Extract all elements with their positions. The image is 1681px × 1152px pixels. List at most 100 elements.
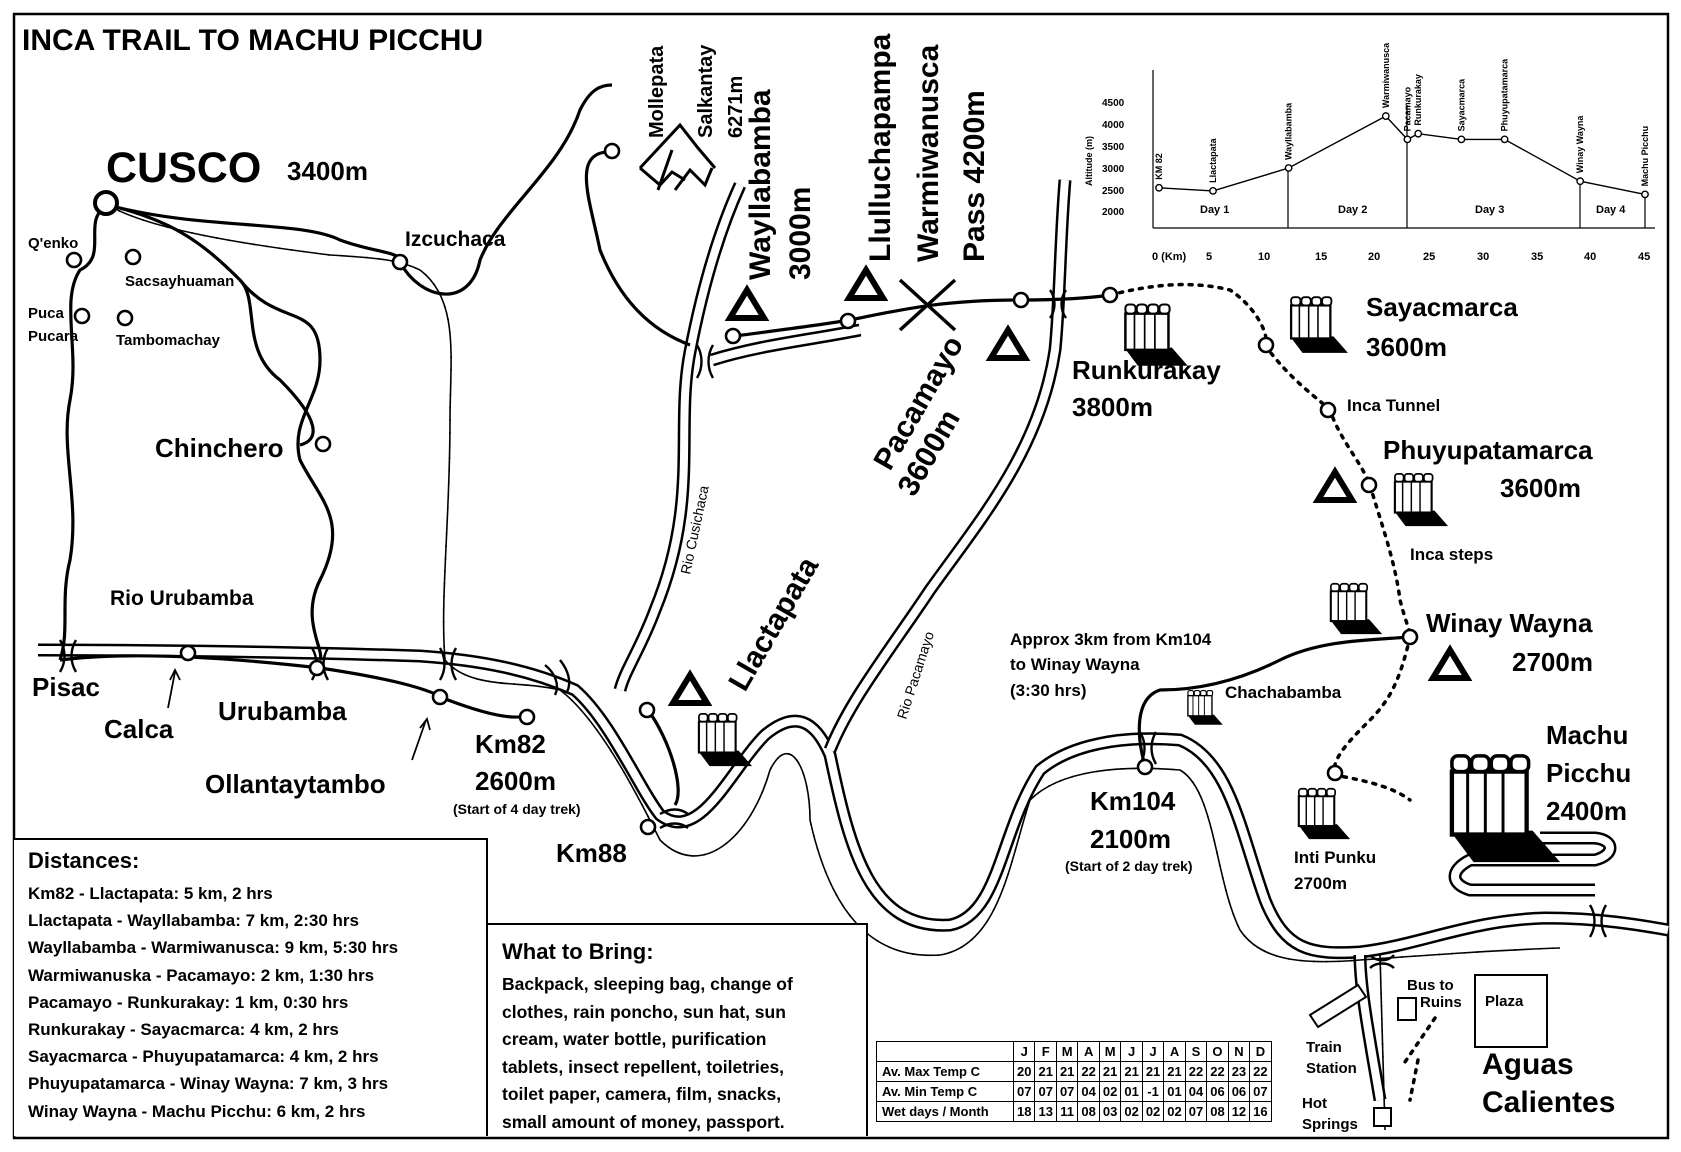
- weather-cell: 22: [1077, 1061, 1100, 1082]
- urubamba-label: Urubamba: [218, 696, 347, 726]
- ollantaytambo-label: Ollantaytambo: [205, 769, 386, 799]
- profile-stop-label: Sayacmarca: [1456, 78, 1466, 132]
- profile-stop-label: KM 82: [1154, 153, 1164, 180]
- rio-cusichaca: [613, 182, 746, 692]
- km104-note: (Start of 2 day trek): [1065, 858, 1193, 874]
- warmiwanusca-label: Warmiwanusca: [912, 44, 945, 262]
- map-title: INCA TRAIL TO MACHU PICCHU: [22, 24, 483, 57]
- weather-cell: 13: [1034, 1101, 1057, 1122]
- salkantay-mountain-icon: [638, 122, 717, 191]
- profile-day: Day 1: [1200, 204, 1229, 216]
- profile-point: [1576, 177, 1585, 186]
- weather-month-header: J: [1012, 1041, 1036, 1062]
- weather-cell: 22: [1206, 1061, 1229, 1082]
- cusco-alt: 3400m: [287, 156, 368, 186]
- km104-alt: 2100m: [1090, 824, 1171, 854]
- distance-item: Llactapata - Wayllabamba: 7 km, 2:30 hrs: [28, 911, 359, 931]
- plaza-box: [1474, 974, 1548, 1048]
- profile-point: [1641, 190, 1649, 199]
- salkantay-label: Salkantay: [695, 44, 717, 138]
- weather-cell: 23: [1227, 1061, 1251, 1082]
- weather-cell: 21: [1141, 1061, 1165, 1082]
- weather-month-header: J: [1120, 1041, 1143, 1062]
- profile-stop-label: Warmiwanusca: [1381, 42, 1391, 108]
- distances-panel: Distances: Km82 - Llactapata: 5 km, 2 hr…: [14, 838, 488, 1136]
- distance-item: Runkurakay - Sayacmarca: 4 km, 2 hrs: [28, 1020, 339, 1040]
- runkurakay-alt: 3800m: [1072, 392, 1153, 422]
- weather-cell: 16: [1249, 1101, 1272, 1122]
- weather-cell: 04: [1077, 1081, 1100, 1102]
- ollantaytambo-arrow: [411, 717, 431, 761]
- bus-label-1: Bus to: [1407, 977, 1454, 994]
- distance-item: Km82 - Llactapata: 5 km, 2 hrs: [28, 884, 273, 903]
- weather-cell: 07: [1055, 1081, 1079, 1102]
- weather-cell: 02: [1120, 1101, 1143, 1122]
- ruin-llactapata-icon: [696, 712, 754, 768]
- profile-xtick: 5: [1206, 251, 1212, 263]
- profile-stop-label: Machu Picchu: [1640, 126, 1650, 187]
- llulluchapampa-label: Llulluchapampa: [864, 33, 897, 262]
- train-label-2: Station: [1306, 1060, 1357, 1077]
- hot-label-2: Springs: [1302, 1116, 1358, 1133]
- profile-day: Day 2: [1338, 204, 1367, 216]
- bring-line: small amount of money, passport.: [502, 1111, 785, 1132]
- profile-day: Day 4: [1596, 204, 1626, 216]
- weather-cell: 06: [1227, 1081, 1251, 1102]
- ruin-phuyupatamarca-icon: [1392, 472, 1450, 528]
- weather-month-header: D: [1249, 1041, 1272, 1062]
- profile-point: [1381, 112, 1390, 120]
- weather-cell: 06: [1206, 1081, 1229, 1102]
- ruin-inti-icon: [1296, 787, 1352, 841]
- wayllabamba-label: Wayllabamba: [744, 89, 777, 280]
- profile-point: [1209, 186, 1217, 195]
- ruin-winay-icon: [1328, 582, 1384, 636]
- profile-ytick: 3000: [1102, 164, 1125, 175]
- weather-cell: 11: [1055, 1101, 1079, 1122]
- profile-xtick: 10: [1258, 251, 1270, 263]
- aguas-label-1: Aguas: [1482, 1048, 1574, 1081]
- profile-xlabel: 0 (Km): [1152, 251, 1187, 263]
- profile-day: Day 3: [1475, 204, 1504, 216]
- weather-cell: 20: [1012, 1061, 1036, 1082]
- km82-label: Km82: [475, 729, 546, 759]
- km104-label: Km104: [1090, 786, 1176, 816]
- weather-cell: 08: [1206, 1101, 1229, 1122]
- profile-ytick: 2500: [1102, 186, 1125, 197]
- pucara-label: Pucara: [28, 328, 79, 345]
- rio-urubamba-label: Rio Urubamba: [110, 587, 254, 610]
- cusco-marker: [93, 190, 119, 216]
- map-border: [12, 12, 1670, 1140]
- weather-row-label: Av. Max Temp C: [876, 1061, 1014, 1082]
- profile-stop-label: Pacamayo: [1402, 86, 1412, 131]
- bridges: [58, 289, 1608, 969]
- sayacmarca-label: Sayacmarca: [1366, 292, 1518, 322]
- inti-label: Inti Punku: [1294, 848, 1376, 867]
- profile-line: [1158, 115, 1646, 196]
- distance-item: Sayacmarca - Phuyupatamarca: 4 km, 2 hrs: [28, 1047, 379, 1067]
- profile-xtick: 20: [1368, 251, 1380, 263]
- camp-phuyupatamarca-icon: [1312, 466, 1358, 503]
- weather-cell: 21: [1055, 1061, 1079, 1082]
- ruin-chachabamba-icon: [1186, 689, 1224, 726]
- weather-cell: 08: [1077, 1101, 1100, 1122]
- campsite-icons: [667, 264, 1473, 706]
- approx-line1: Approx 3km from Km104: [1010, 630, 1212, 649]
- camp-llactapata-icon: [667, 669, 713, 706]
- inca-tunnel-label: Inca Tunnel: [1347, 396, 1440, 415]
- cusco-label: CUSCO: [106, 144, 261, 192]
- distance-item: Phuyupatamarca - Winay Wayna: 7 km, 3 hr…: [28, 1074, 389, 1094]
- mollepata-label: Mollepata: [646, 45, 668, 138]
- weather-cell: 04: [1184, 1081, 1208, 1102]
- weather-cell: 12: [1227, 1101, 1251, 1122]
- km82-note: (Start of 4 day trek): [453, 801, 581, 817]
- winay-alt: 2700m: [1512, 647, 1593, 677]
- runkurakay-label: Runkurakay: [1072, 355, 1221, 385]
- winay-label: Winay Wayna: [1426, 608, 1593, 638]
- bus-stop-box: [1397, 997, 1417, 1021]
- weather-cell: 01: [1120, 1081, 1143, 1102]
